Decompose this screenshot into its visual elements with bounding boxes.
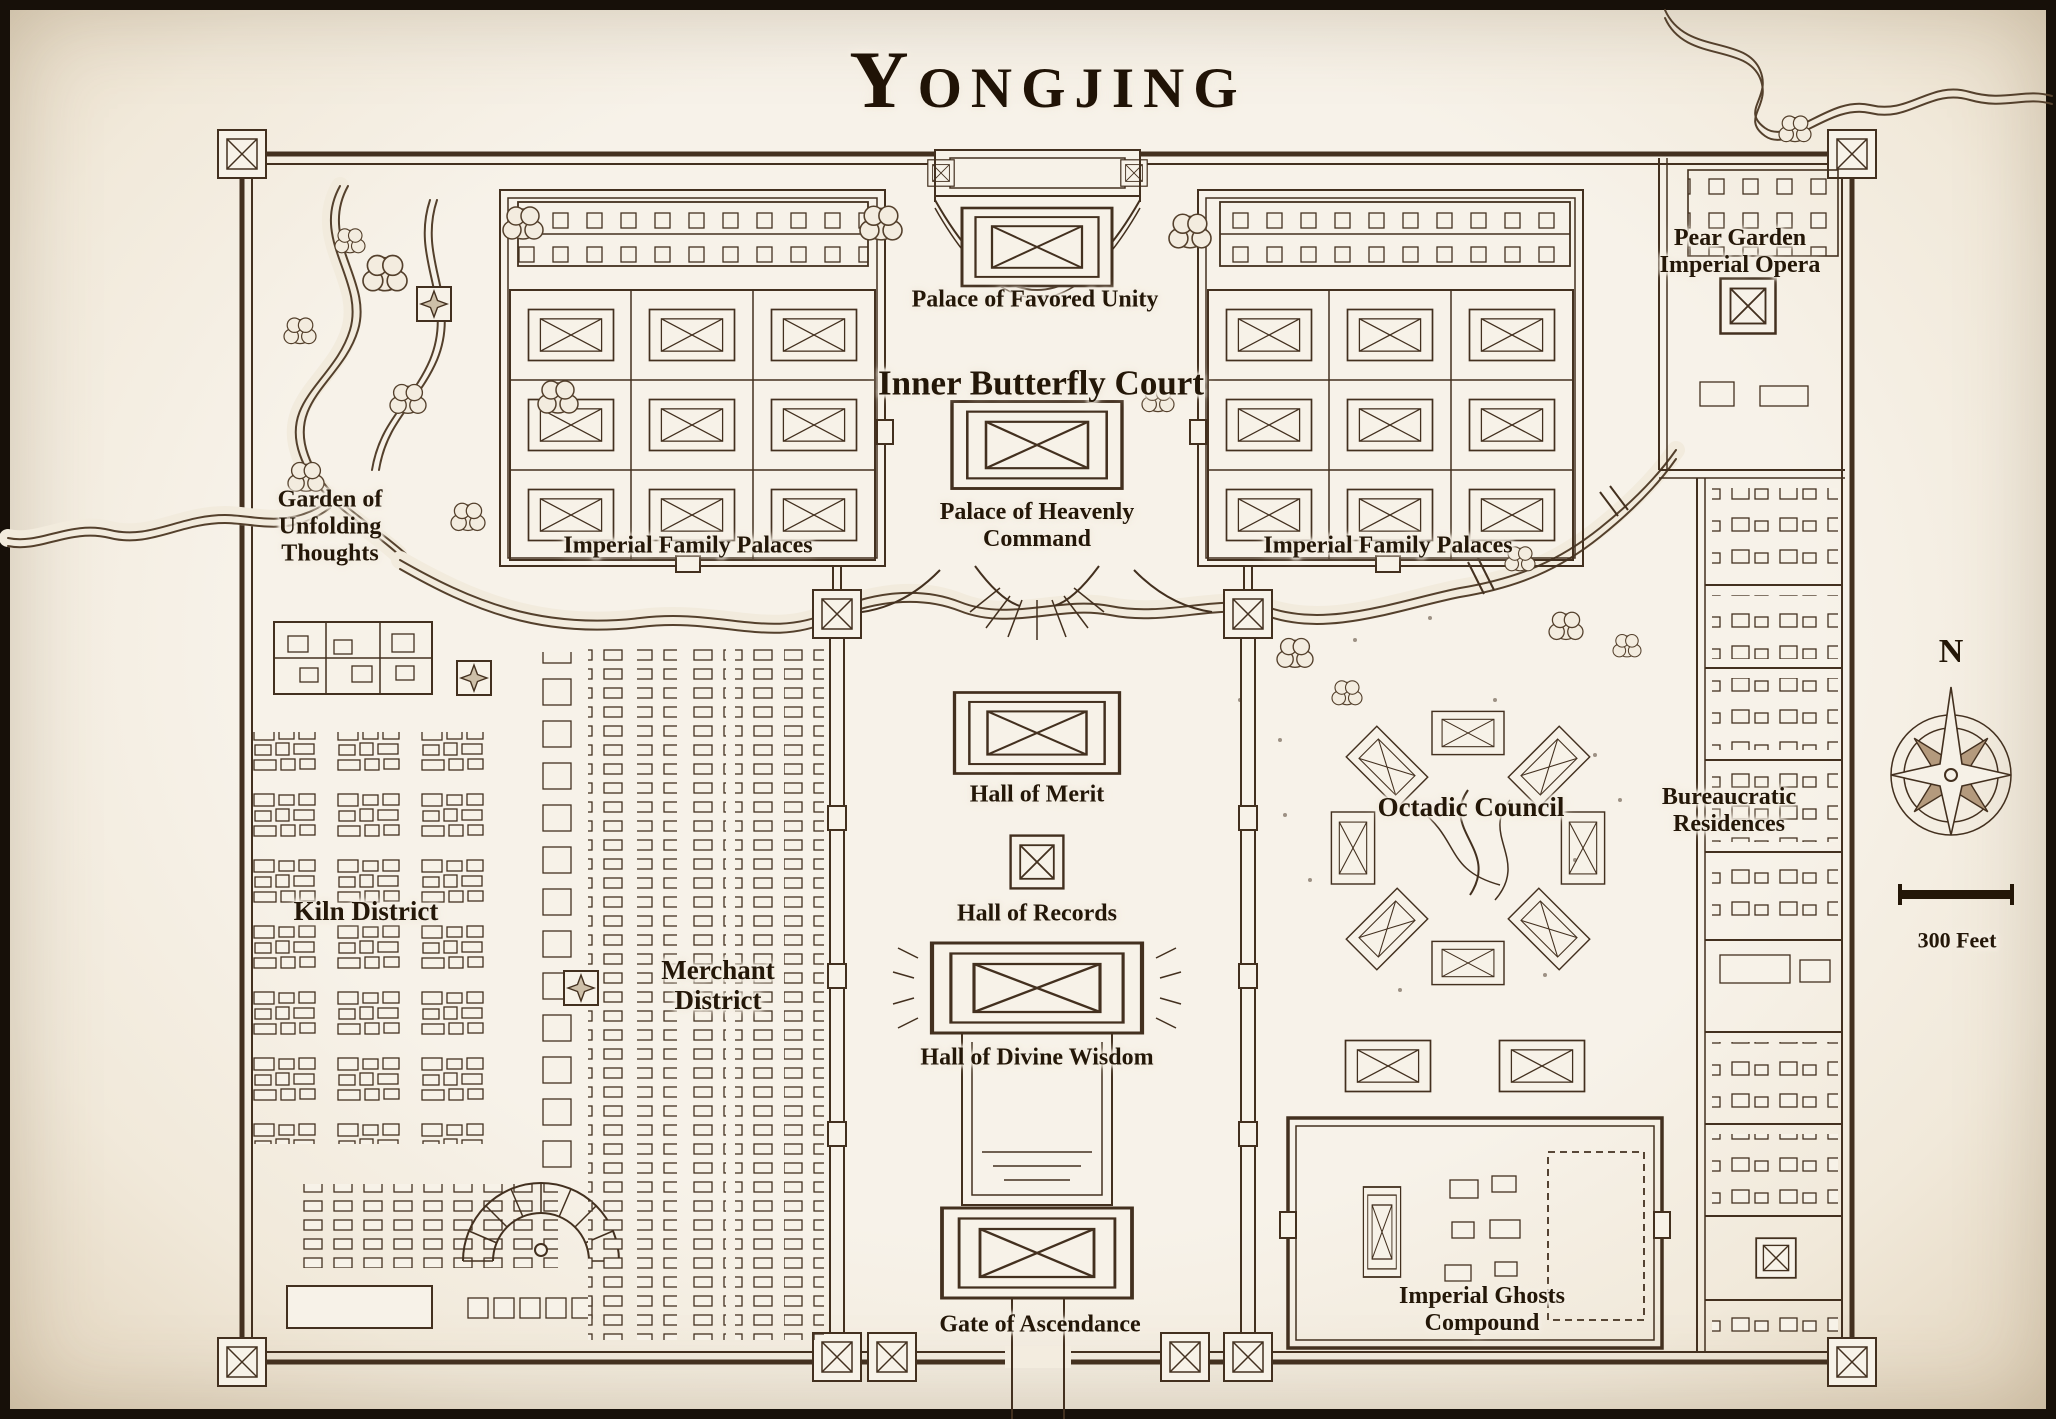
ceremonial-axis-halls — [892, 690, 1182, 1300]
south-road — [1005, 1296, 1071, 1419]
compass-rose — [1890, 686, 2012, 836]
gate-rays — [969, 587, 1105, 640]
garden-of-unfolding-thoughts-drawing — [273, 286, 492, 696]
bureaucratic-residences-drawing — [1696, 478, 1842, 1352]
pear-garden-opera-drawing — [1658, 158, 1845, 479]
merchant-district-drawing — [536, 648, 824, 1340]
ground-specks — [1238, 616, 1622, 992]
imperial-palace-district — [499, 149, 1584, 640]
scale-bar — [1898, 884, 2014, 905]
central-axis-walls — [827, 566, 1258, 1340]
trees — [283, 115, 1812, 992]
imperial-ghosts-compound-drawing — [1279, 1039, 1671, 1350]
octadic-council-drawing — [1330, 710, 1606, 986]
kiln-district-drawing — [252, 732, 620, 1329]
